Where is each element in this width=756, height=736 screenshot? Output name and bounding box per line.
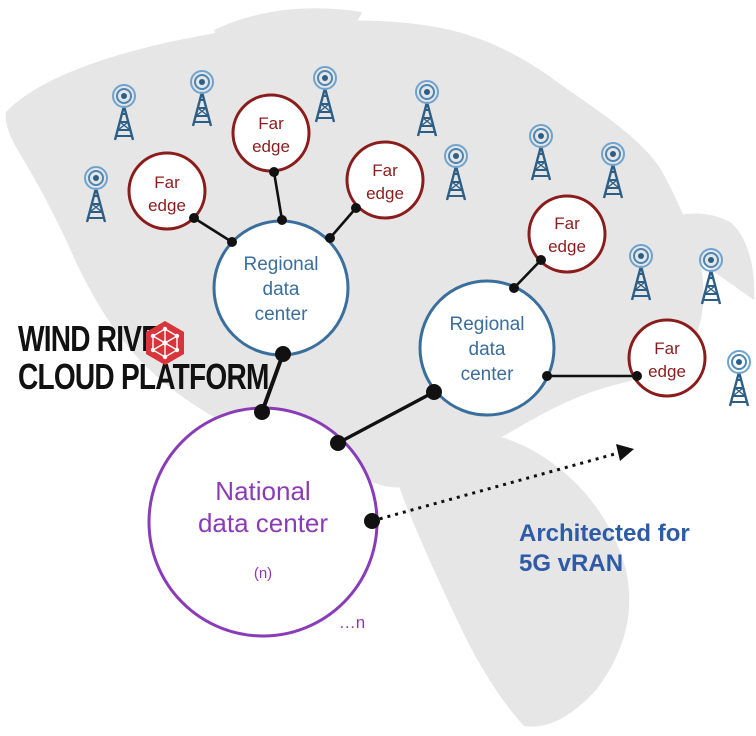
connector-line [337, 390, 435, 445]
junction-dot [269, 167, 279, 177]
connector-line [260, 353, 285, 413]
regional-label: data [263, 279, 300, 300]
tagline-line1: Architected for [519, 520, 690, 547]
arrow-head-icon [616, 444, 634, 461]
regional-label: data [469, 339, 506, 360]
connector-line [193, 216, 233, 244]
junction-dot [426, 384, 442, 400]
regional-label: Regional [244, 254, 319, 275]
national-count-label: (n) [254, 565, 272, 582]
junction-dot [275, 346, 291, 362]
junction-dot [227, 237, 237, 247]
far-edge-label: edge [648, 362, 686, 381]
dotted-arrow-line [371, 450, 623, 523]
regional-data-center-node: Regional data center [418, 279, 556, 417]
junction-dot [509, 283, 519, 293]
national-suffix-label: …n [339, 613, 365, 632]
junction-dot [189, 213, 199, 223]
junction-dots [189, 167, 642, 529]
connector-line [329, 207, 357, 239]
national-label: data center [198, 508, 328, 538]
far-edge-label: Far [372, 161, 398, 180]
junction-dot [632, 371, 642, 381]
connector-line [513, 259, 542, 289]
far-edge-label: edge [148, 196, 186, 215]
junction-dot [542, 371, 552, 381]
far-edge-node: Far edge [527, 194, 607, 274]
far-edge-node: Far edge [627, 318, 707, 398]
tagline: Architected for 5G vRAN [519, 519, 749, 579]
junction-dot [536, 255, 546, 265]
far-edge-label: Far [654, 339, 680, 358]
hexagon-network-icon [146, 321, 184, 365]
cell-tower-icon [726, 349, 752, 408]
logo-text-line2: CLOUD PLATFORM [18, 356, 269, 397]
far-edge-label: Far [154, 173, 180, 192]
regional-label: center [255, 304, 308, 325]
junction-dot [254, 404, 270, 420]
connector-line [272, 171, 284, 221]
connectors [193, 171, 637, 523]
far-edge-label: edge [548, 237, 586, 256]
far-edge-node: Far edge [345, 140, 425, 220]
regional-label: center [461, 364, 514, 385]
junction-dot [351, 203, 361, 213]
far-edge-node: Far edge [231, 93, 311, 173]
tagline-line2: 5G vRAN [519, 550, 624, 577]
junction-dot [277, 215, 287, 225]
far-edge-label: edge [252, 137, 290, 156]
junction-dot [330, 435, 346, 451]
junction-dot [364, 513, 380, 529]
far-edge-label: Far [554, 214, 580, 233]
national-label: National [215, 476, 310, 506]
far-edge-label: Far [258, 114, 284, 133]
far-edge-node: Far edge [127, 151, 207, 231]
far-edge-label: edge [366, 184, 404, 203]
junction-dot [325, 233, 335, 243]
regional-label: Regional [450, 314, 525, 335]
wind-river-logo: WIND RIVER CLOUD PLATFORM [18, 318, 269, 408]
